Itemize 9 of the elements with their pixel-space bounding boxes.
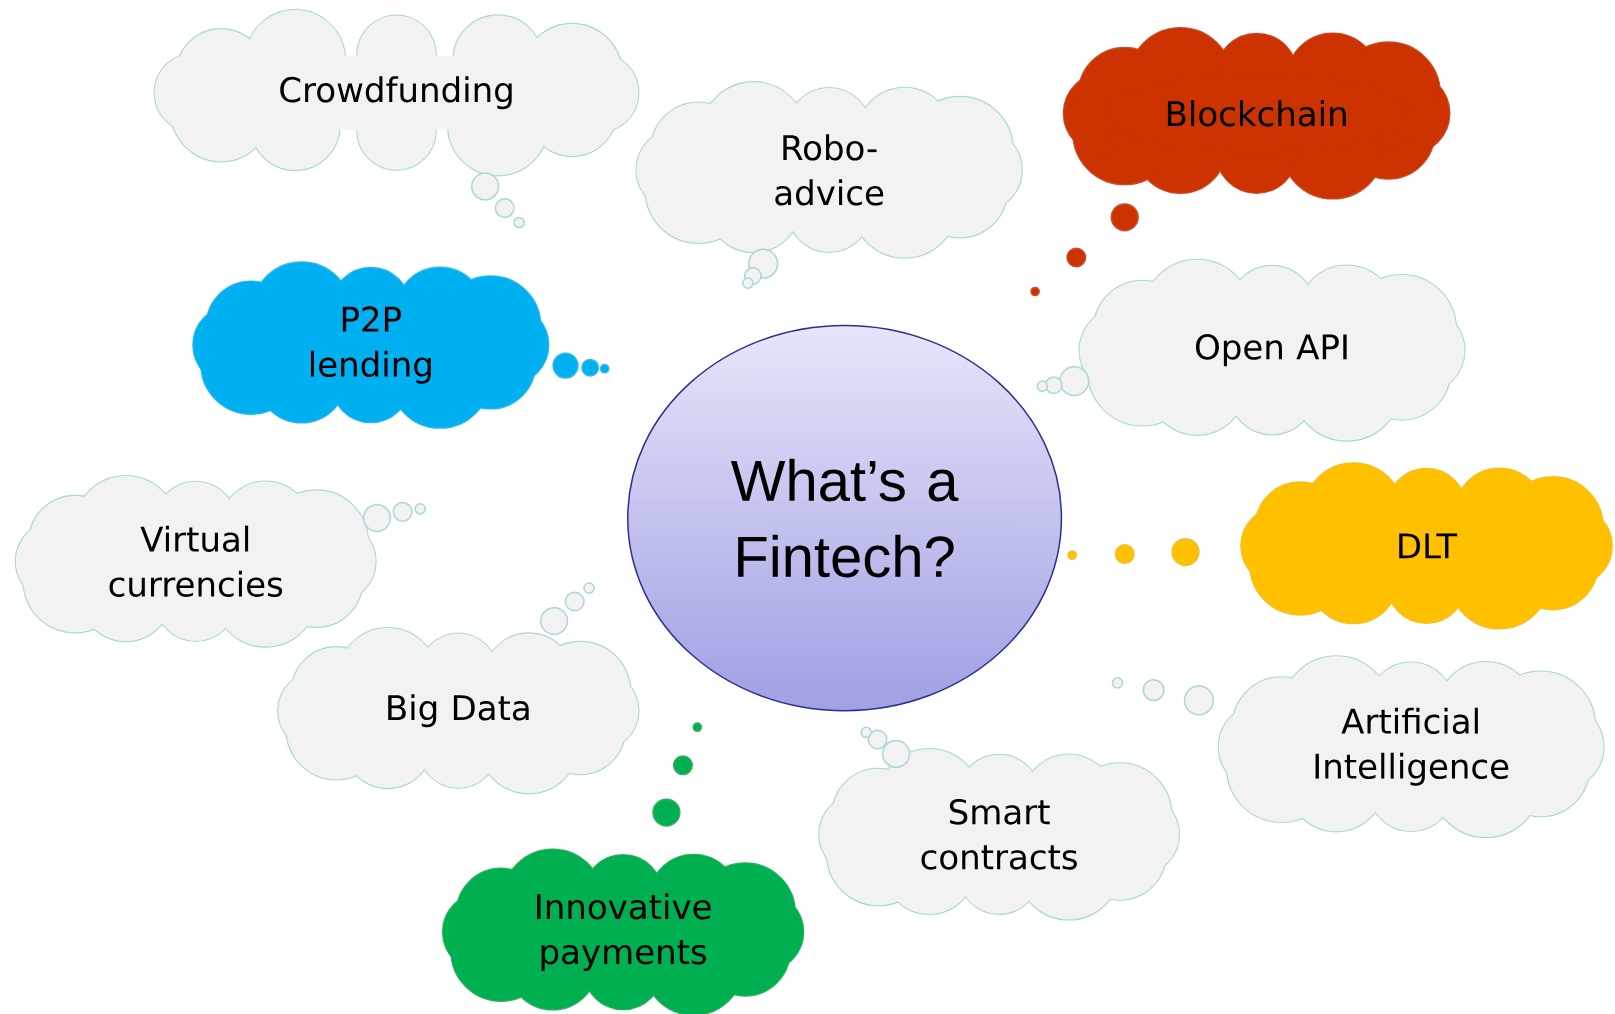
thought-cloud: Virtual currencies bbox=[14, 475, 427, 648]
thought-cloud: P2P lending bbox=[192, 261, 610, 429]
thought-cloud: Robo-advice bbox=[635, 81, 1023, 290]
thought-cloud: Open API bbox=[1036, 258, 1466, 442]
thought-cloud: Innovative payments bbox=[441, 722, 805, 1014]
thought-cloud: Artificial Intelligence bbox=[1111, 655, 1605, 839]
thought-cloud: Crowdfunding bbox=[153, 9, 640, 229]
thought-cloud: DLT bbox=[1067, 462, 1613, 630]
thought-cloud: Smart contracts bbox=[818, 726, 1181, 921]
